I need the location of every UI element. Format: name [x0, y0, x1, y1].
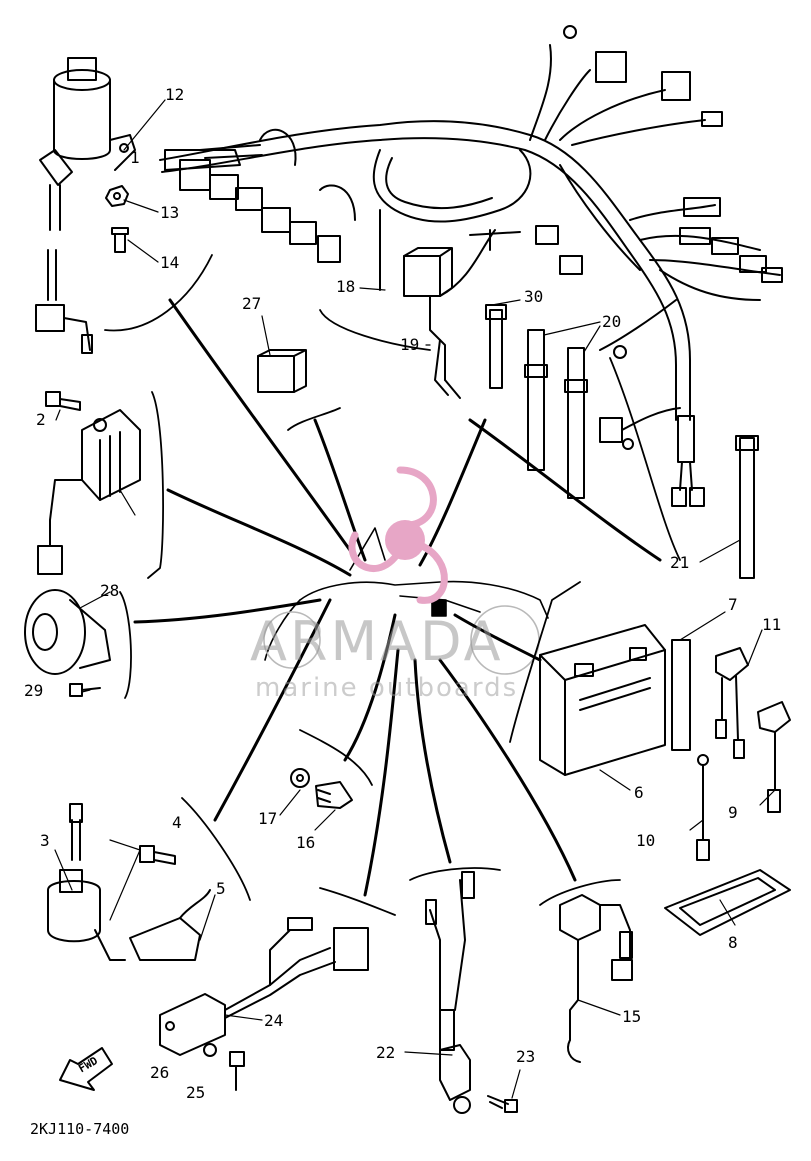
label-part-2: 2	[36, 410, 46, 429]
label-part-13: 13	[160, 203, 179, 222]
label-part-1: 1	[130, 148, 140, 167]
part-1-rectifier	[37, 409, 141, 575]
label-part-6: 6	[634, 783, 644, 802]
label-part-27: 27	[242, 294, 261, 313]
drawing-code: 2KJ110-7400	[30, 1120, 129, 1138]
part-19-relay	[403, 229, 496, 399]
part-25-screw	[229, 1051, 245, 1091]
label-part-30: 30	[524, 287, 543, 306]
label-part-11: 11	[762, 615, 781, 634]
label-part-10: 10	[636, 831, 655, 850]
part-7-battery-band	[671, 639, 691, 751]
label-part-20: 20	[602, 312, 621, 331]
leader-lines	[133, 298, 662, 897]
label-part-21: 21	[670, 553, 689, 572]
part-number-labels: 1 2 3 4 5 6 7 8 9 10 11 12 13 14 15 16 1…	[24, 85, 781, 1102]
part-18-wire-harness	[159, 25, 783, 507]
label-part-28: 28	[100, 581, 119, 600]
armada-watermark: ARMADA marine outboards	[250, 466, 518, 703]
label-part-19: 19	[400, 335, 419, 354]
part-14-screw	[111, 227, 129, 253]
watermark-tagline: marine outboards	[255, 673, 518, 703]
label-part-12: 12	[165, 85, 184, 104]
part-5-plug-cap	[129, 889, 211, 961]
part-13-nut	[105, 185, 129, 207]
label-part-17: 17	[258, 809, 277, 828]
part-6-battery	[539, 624, 666, 776]
part-22-switch-lead	[425, 871, 475, 1114]
label-part-25: 25	[186, 1083, 205, 1102]
part-30-cable-tie	[485, 304, 507, 389]
part-29-bolt	[69, 683, 101, 697]
callout-leaders	[54, 99, 776, 1099]
part-8-battery-cover	[664, 869, 791, 936]
label-part-18: 18	[336, 277, 355, 296]
part-11-fuse-holder	[715, 647, 791, 759]
label-part-16: 16	[296, 833, 315, 852]
label-part-29: 29	[24, 681, 43, 700]
part-16-neutral-switch	[315, 781, 353, 809]
label-part-3: 3	[40, 831, 50, 850]
label-part-15: 15	[622, 1007, 641, 1026]
part-28-horn	[24, 589, 111, 675]
part-10-lead	[696, 754, 710, 861]
label-part-22: 22	[376, 1043, 395, 1062]
watermark-brand: ARMADA	[250, 610, 504, 673]
fwd-arrow-icon: FWD	[59, 1047, 113, 1091]
part-24-cdi-unit	[159, 917, 369, 1056]
label-part-23: 23	[516, 1047, 535, 1066]
label-part-14: 14	[160, 253, 179, 272]
part-3-ignition-coil	[47, 803, 126, 961]
part-26-washer	[203, 1043, 217, 1057]
part-2-bolt	[45, 391, 81, 411]
fwd-label: FWD	[76, 1054, 100, 1075]
part-12-main-switch	[35, 57, 136, 354]
label-part-7: 7	[728, 595, 738, 614]
label-part-24: 24	[264, 1011, 283, 1030]
label-part-26: 26	[150, 1063, 169, 1082]
part-23-bolt	[487, 1095, 518, 1113]
part-27-flasher-relay	[257, 349, 307, 393]
label-part-9: 9	[728, 803, 738, 822]
part-20-cable-ties	[524, 329, 588, 499]
label-part-8: 8	[728, 933, 738, 952]
part-9-lead	[767, 731, 781, 813]
group-brackets	[104, 254, 681, 916]
part-21-cable-tie	[735, 435, 759, 579]
armada-logo-icon	[348, 466, 448, 604]
label-part-5: 5	[216, 879, 226, 898]
part-4-screw	[139, 845, 176, 865]
label-part-4: 4	[172, 813, 182, 832]
part-17-washer	[290, 768, 310, 788]
part-15-pickup-coil	[559, 894, 633, 1063]
